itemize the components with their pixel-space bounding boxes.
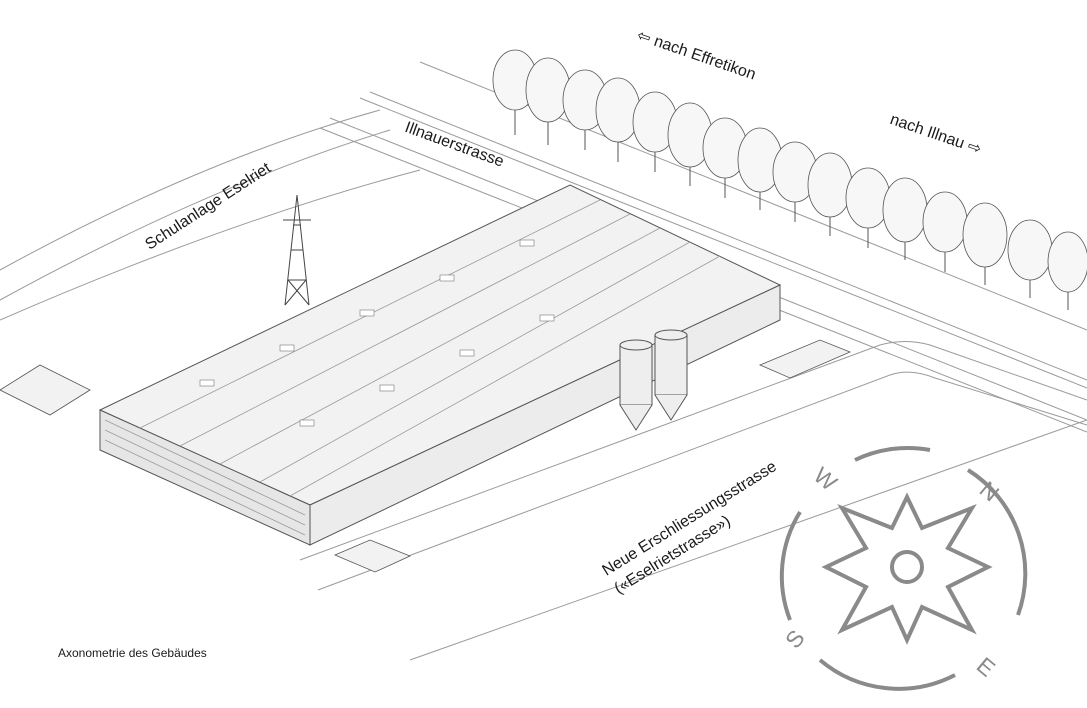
drawing-caption: Axonometrie des Gebäudes bbox=[58, 646, 207, 660]
compass-north: N bbox=[975, 476, 1004, 507]
power-pylon bbox=[283, 194, 311, 306]
compass-west: W bbox=[809, 462, 843, 496]
compass bbox=[779, 446, 1028, 691]
silos bbox=[619, 329, 688, 431]
compass-south: S bbox=[780, 625, 810, 653]
road-new-erschliessung bbox=[299, 341, 1087, 661]
road-schulanlage bbox=[0, 109, 421, 321]
annex-buildings bbox=[0, 339, 852, 573]
compass-east: E bbox=[972, 652, 1000, 682]
compass-star-icon bbox=[821, 492, 993, 645]
tree-row bbox=[492, 49, 1087, 310]
